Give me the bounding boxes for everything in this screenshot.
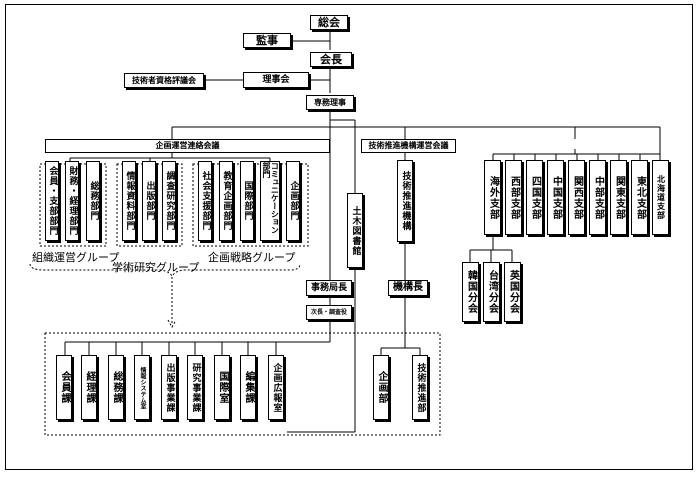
sec-research-box: 研究事業課 (187, 355, 203, 420)
sec-international-box: 国際室 (214, 355, 230, 420)
qualification-council-box: 技術者資格評議会 (124, 73, 204, 88)
sec-info-systems-box: 情報システム室 (134, 355, 150, 420)
dept-international-box: 国際部門 (240, 161, 254, 241)
branch-chugoku-label: 中国支部 (550, 175, 562, 220)
overseas-taiwan-label: 台湾分会 (486, 270, 498, 314)
overseas-korea-box: 韓国分会 (462, 262, 479, 322)
board-label: 理事会 (262, 74, 290, 85)
president-box: 会長 (310, 52, 352, 67)
dept-information-box: 情報資料部門 (122, 161, 136, 241)
secretary-general-box: 事務局長 (306, 280, 352, 296)
sec-international-label: 国際室 (217, 371, 228, 404)
sec-pr-label: 企画広報室 (271, 362, 282, 413)
dept-research-box: 調査研究部門 (162, 161, 176, 241)
tech-org-chief-box: 機構長 (388, 280, 428, 296)
executive-director-label: 専務理事 (314, 97, 346, 107)
dept-social-label: 社会支援部門 (200, 171, 211, 231)
diagram-frame (5, 4, 693, 470)
dept-communication-label: コミュニケーション部門 (262, 162, 280, 234)
overseas-uk-box: 英国分会 (504, 262, 521, 322)
branch-western-box: 西部支部 (505, 160, 522, 235)
dept-communication-box: コミュニケーション部門 (260, 161, 280, 241)
sec-general-affairs-box: 総務課 (108, 355, 124, 420)
branch-shikoku-label: 四国支部 (529, 175, 541, 220)
dept-information-label: 情報資料部門 (124, 171, 135, 231)
dept-international-label: 国際部門 (242, 181, 253, 221)
branch-hokkaido-label: 北海道支部 (656, 175, 666, 220)
auditor-box: 監事 (243, 33, 291, 48)
dept-research-label: 調査研究部門 (164, 171, 175, 231)
branch-overseas-box: 海外支部 (484, 160, 501, 235)
deputy-box: 次長・調査役 (306, 305, 352, 320)
group-strategy-label: 企画戦略グループ (208, 251, 296, 264)
branch-chubu-label: 中部支部 (592, 175, 604, 220)
branch-kansai-box: 関西支部 (568, 160, 585, 235)
tech-org-chief-label: 機構長 (393, 282, 423, 293)
branch-overseas-label: 海外支部 (487, 175, 499, 220)
sec-info-systems-label: 情報システム室 (139, 366, 146, 409)
tech-council-box: 技術推進機構運営会議 (361, 139, 456, 153)
overseas-taiwan-box: 台湾分会 (483, 262, 500, 322)
overseas-uk-label: 英国分会 (507, 270, 519, 314)
deputy-label: 次長・調査役 (310, 308, 347, 316)
dept-publishing-label: 出版部門 (144, 181, 155, 221)
dept-general-affairs-label: 総務部門 (88, 181, 99, 221)
secretary-general-label: 事務局長 (310, 282, 347, 293)
executive-director-box: 専務理事 (306, 95, 354, 110)
branch-kansai-label: 関西支部 (571, 175, 583, 220)
sec-membership-label: 会員課 (59, 371, 70, 404)
branch-chubu-box: 中部支部 (589, 160, 606, 235)
dept-finance-box: 財務・経理部門 (65, 161, 79, 241)
dept-general-affairs-box: 総務部門 (86, 161, 100, 241)
president-label: 会長 (320, 53, 342, 66)
sec-membership-box: 会員課 (56, 355, 72, 420)
board-box: 理事会 (243, 72, 309, 88)
branch-shikoku-box: 四国支部 (526, 160, 543, 235)
tech-org-label: 技術推進機構 (400, 171, 411, 231)
tech-council-label: 技術推進機構運営会議 (368, 141, 449, 150)
general-assembly-label: 総会 (318, 16, 340, 29)
planning-council-box: 企画運営連絡会議 (45, 139, 330, 153)
general-assembly-box: 総会 (310, 15, 348, 30)
planning-division-label: 企画部 (376, 371, 387, 404)
tech-org-box: 技術推進機構 (397, 160, 413, 242)
branch-kanto-label: 関東支部 (613, 175, 625, 220)
branch-hokkaido-box: 北海道支部 (652, 160, 669, 235)
sec-pr-box: 企画広報室 (268, 355, 284, 420)
sec-editing-label: 編集課 (243, 371, 254, 404)
tech-promotion-division-box: 技術推進部 (412, 355, 428, 420)
auditor-label: 監事 (256, 34, 278, 47)
sec-general-affairs-label: 総務課 (111, 371, 122, 404)
tech-promotion-division-label: 技術推進部 (415, 362, 426, 413)
sec-editing-box: 編集課 (240, 355, 256, 420)
dept-education-label: 教育企画部門 (221, 171, 232, 231)
dept-planning-label: 企画部門 (288, 181, 299, 221)
dept-membership-box: 会員・支部部門 (45, 161, 59, 241)
dept-membership-label: 会員・支部部門 (47, 166, 58, 236)
sec-publishing-label: 出版事業課 (164, 362, 175, 413)
branch-tohoku-label: 東北支部 (634, 175, 646, 220)
group-organization-label: 組織運営グループ (32, 251, 120, 264)
dept-publishing-box: 出版部門 (142, 161, 156, 241)
group-academic-label: 学術研究グループ (112, 261, 200, 274)
planning-council-label: 企画運営連絡会議 (155, 141, 220, 150)
library-label: 土木図書館 (350, 205, 361, 256)
sec-accounting-label: 経理課 (84, 371, 95, 404)
dept-social-box: 社会支援部門 (198, 161, 212, 241)
sec-accounting-box: 経理課 (81, 355, 97, 420)
library-box: 土木図書館 (347, 193, 363, 268)
qualification-council-label: 技術者資格評議会 (132, 75, 196, 85)
dept-finance-label: 財務・経理部門 (67, 166, 78, 236)
dept-education-box: 教育企画部門 (219, 161, 233, 241)
overseas-korea-label: 韓国分会 (465, 270, 477, 314)
branch-kanto-box: 関東支部 (610, 160, 627, 235)
branch-western-label: 西部支部 (508, 175, 520, 220)
planning-division-box: 企画部 (373, 355, 389, 420)
branch-chugoku-box: 中国支部 (547, 160, 564, 235)
sec-publishing-box: 出版事業課 (161, 355, 177, 420)
branch-tohoku-box: 東北支部 (631, 160, 648, 235)
dept-planning-box: 企画部門 (286, 161, 300, 241)
sec-research-label: 研究事業課 (190, 362, 201, 413)
